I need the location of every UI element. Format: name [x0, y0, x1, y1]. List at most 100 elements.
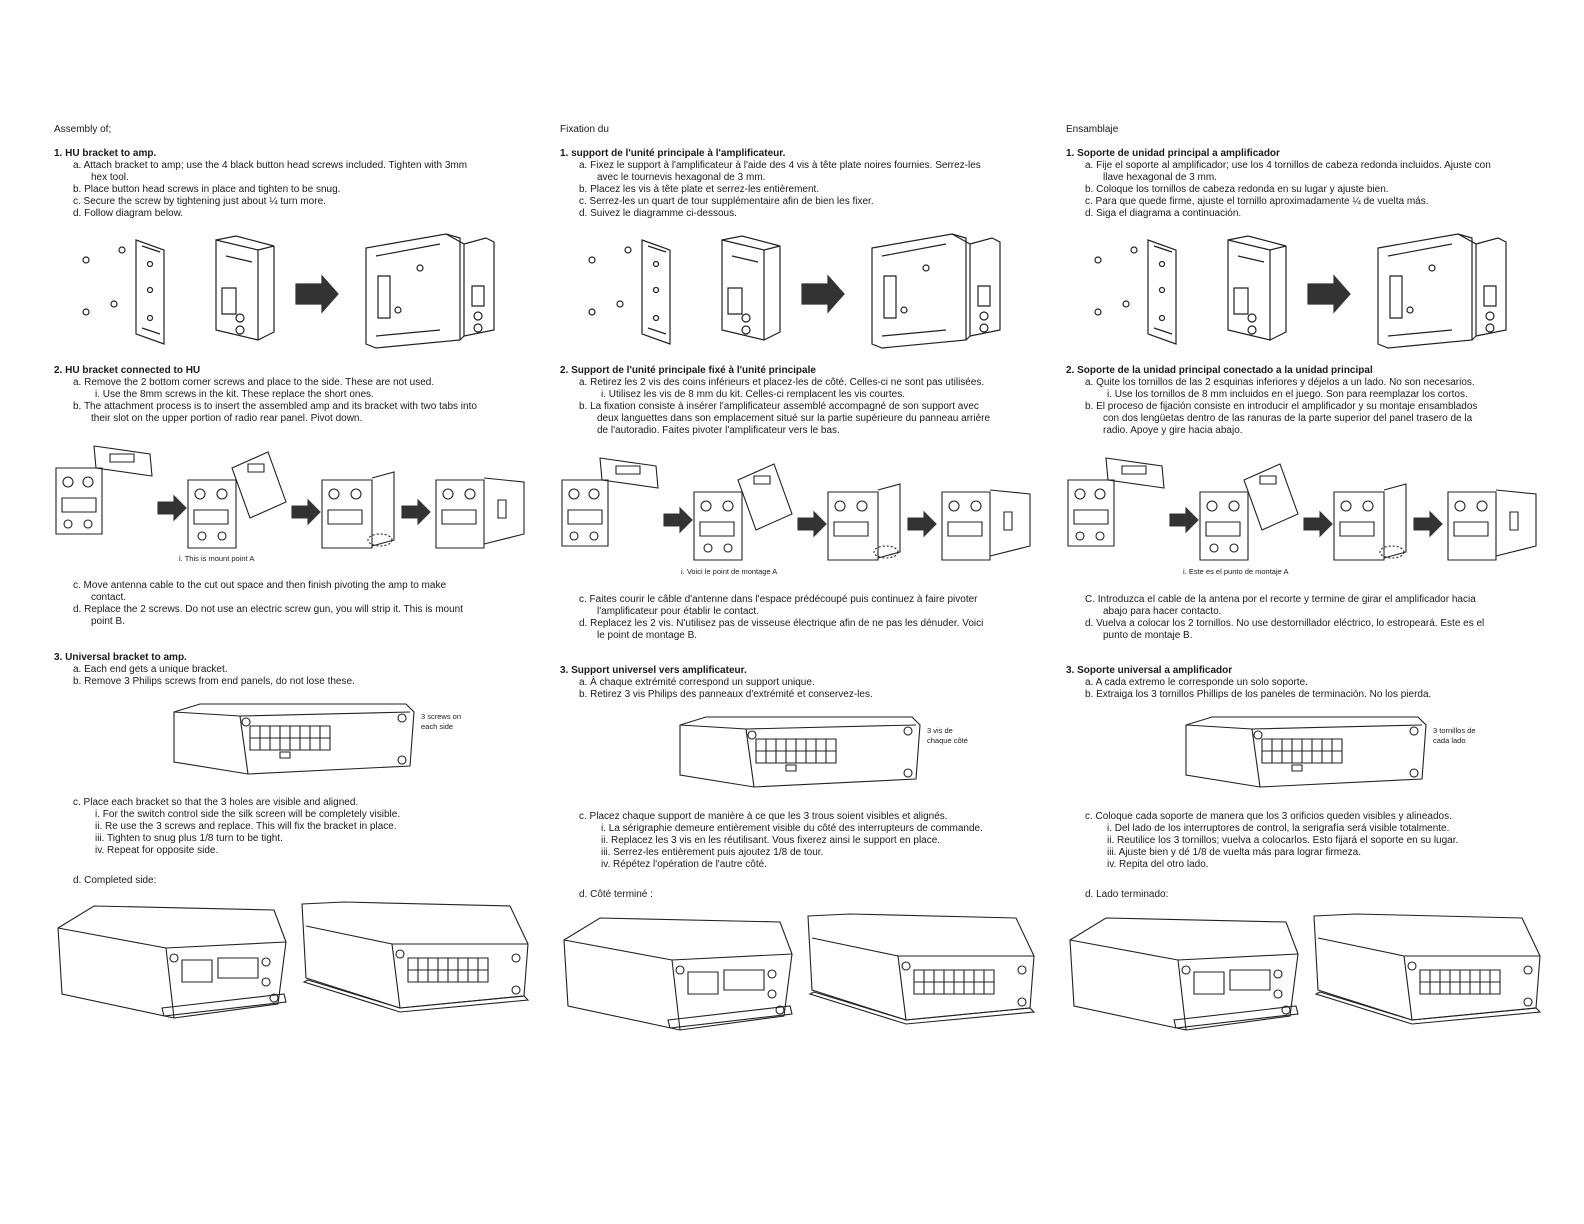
step-3d: d. Côté terminé :	[579, 889, 653, 900]
step-2c: c. Move antenna cable to the cut out spa…	[73, 580, 447, 591]
step-3c-ii: ii. Re use the 3 screws and replace. Thi…	[95, 821, 397, 832]
step-1a-cont: llave hexagonal de 3 mm.	[1103, 172, 1217, 183]
mount-point-a-caption: i. This is mount point A	[179, 554, 255, 563]
diagram-amp-end-panel	[676, 715, 926, 789]
step-1a: a. Attach bracket to amp; use the 4 blac…	[73, 160, 468, 171]
diagram-amp-end-panel	[1182, 715, 1432, 789]
step-2a: a. Quite los tornillos de las 2 esquinas…	[1085, 377, 1475, 388]
step-3c-ii: ii. Reutilice los 3 tornillos; vuelva a …	[1107, 835, 1459, 846]
step-3c-iv: iv. Repita del otro lado.	[1107, 859, 1209, 870]
step-2b: b. La fixation consiste à insérer l'ampl…	[579, 401, 979, 412]
step-3a: a. À chaque extrémité correspond un supp…	[579, 677, 815, 688]
step-3b: b. Retirez 3 vis Philips des panneaux d'…	[579, 689, 873, 700]
step-1-title: 1. support de l'unité principale à l'amp…	[560, 148, 786, 159]
step-2a-i: i. Use the 8mm screws in the kit. These …	[95, 389, 374, 400]
step-2b-cont: con dos lengüetas dentro de las ranuras …	[1103, 413, 1473, 424]
step-2d-cont: punto de montaje B.	[1103, 630, 1193, 641]
diagram-amp-end-panel	[170, 702, 420, 776]
screws-note-line1: 3 tornillos de	[1433, 726, 1476, 735]
step-2a: a. Remove the 2 bottom corner screws and…	[73, 377, 435, 388]
diagram-bracket-to-amp	[582, 232, 1022, 350]
step-2d: d. Replacez les 2 vis. N'utilisez pas de…	[579, 618, 984, 629]
step-2d-cont: le point de montage B.	[597, 630, 698, 641]
step-2c-cont: contact.	[91, 592, 127, 603]
diagram-hu-bracket-sequence	[1066, 454, 1546, 566]
step-2c-cont: l'amplificateur pour établir le contact.	[597, 606, 759, 617]
screws-note-line1: 3 vis de	[927, 726, 953, 735]
column-heading: Ensamblaje	[1066, 124, 1119, 135]
step-3-title: 3. Soporte universal a amplificador	[1066, 665, 1233, 676]
column-french: Fixation du 1. support de l'unité princi…	[506, 0, 986, 1224]
step-3c: c. Place each bracket so that the 3 hole…	[73, 797, 359, 808]
step-3c-iii: iii. Serrez-les entièrement puis ajoutez…	[601, 847, 824, 858]
step-3b: b. Remove 3 Philips screws from end pane…	[73, 676, 355, 687]
step-2-title: 2. HU bracket connected to HU	[54, 365, 201, 376]
step-3d: d. Completed side:	[73, 875, 157, 886]
diagram-completed-side	[54, 900, 534, 1030]
step-3c-i: i. Del lado de los interruptores de cont…	[1107, 823, 1450, 834]
step-3a: a. Each end gets a unique bracket.	[73, 664, 228, 675]
step-2b-cont: their slot on the upper portion of radio…	[91, 413, 363, 424]
step-3a: a. A cada extremo le corresponde un solo…	[1085, 677, 1308, 688]
step-3c-iv: iv. Répétez l'opération de l'autre côté.	[601, 859, 767, 870]
screws-note-line2: each side	[421, 722, 454, 731]
step-2a: a. Retirez les 2 vis des coins inférieur…	[579, 377, 985, 388]
step-1c: c. Serrez-les un quart de tour supplémen…	[579, 196, 874, 207]
step-2c-cont: abajo para hacer contacto.	[1103, 606, 1222, 617]
screw-icon	[83, 247, 125, 315]
step-2d: d. Vuelva a colocar los 2 tornillos. No …	[1085, 618, 1485, 629]
column-heading: Fixation du	[560, 124, 609, 135]
step-3c-iii: iii. Tighten to snug plus 1/8 turn to be…	[95, 833, 283, 844]
diagram-completed-side	[560, 912, 1040, 1042]
step-1d: d. Siga el diagrama a continuación.	[1085, 208, 1242, 219]
step-1c: c. Secure the screw by tightening just a…	[73, 196, 326, 207]
step-3c-iv: iv. Repeat for opposite side.	[95, 845, 219, 856]
step-3-title: 3. Universal bracket to amp.	[54, 652, 187, 663]
step-3c-i: i. La sérigraphie demeure entièrement vi…	[601, 823, 983, 834]
step-3-title: 3. Support universel vers amplificateur.	[560, 665, 747, 676]
step-1a-cont: hex tool.	[91, 172, 129, 183]
step-2b: b. The attachment process is to insert t…	[73, 401, 477, 412]
step-1-title: 1. Soporte de unidad principal a amplifi…	[1066, 148, 1280, 159]
screw-icon	[589, 247, 631, 315]
screw-icon	[1095, 247, 1137, 315]
step-1a: a. Fije el soporte al amplificador; use …	[1085, 160, 1491, 171]
step-2c: C. Introduzca el cable de la antena por …	[1085, 594, 1476, 605]
diagram-bracket-to-amp	[76, 232, 516, 350]
diagram-completed-side	[1066, 912, 1546, 1042]
step-3c-i: i. For the switch control side the silk …	[95, 809, 401, 820]
step-1-title: 1. HU bracket to amp.	[54, 148, 157, 159]
step-3b: b. Extraiga los 3 tornillos Phillips de …	[1085, 689, 1432, 700]
screws-note-line2: chaque côté	[927, 736, 968, 745]
diagram-hu-bracket-sequence	[560, 454, 1040, 566]
step-1a-cont: avec le tournevis hexagonal de 3 mm.	[597, 172, 766, 183]
mount-point-a-caption: i. Voici le point de montage A	[681, 567, 778, 576]
step-2d: d. Replace the 2 screws. Do not use an e…	[73, 604, 463, 615]
step-1d: d. Follow diagram below.	[73, 208, 184, 219]
step-1b: b. Place button head screws in place and…	[73, 184, 341, 195]
step-2d-cont: point B.	[91, 616, 125, 627]
step-3c-ii: ii. Replacez les 3 vis en les réutilisan…	[601, 835, 941, 846]
step-3c: c. Placez chaque support de manière à ce…	[579, 811, 948, 822]
column-spanish: Ensamblaje 1. Soporte de unidad principa…	[1012, 0, 1492, 1224]
step-2b-cont2: de l'autoradio. Faites pivoter l'amplifi…	[597, 425, 840, 436]
column-heading: Assembly of;	[54, 124, 112, 135]
step-2b-cont: deux languettes dans son emplacement sit…	[597, 413, 991, 424]
step-2c: c. Faites courir le câble d'antenne dans…	[579, 594, 978, 605]
step-2b-cont2: radio. Apoye y gire hacia abajo.	[1103, 425, 1243, 436]
step-1c: c. Para que quede firme, ajuste el torni…	[1085, 196, 1429, 207]
step-1b: b. Placez les vis à tête plate et serrez…	[579, 184, 820, 195]
step-2a-i: i. Utilisez les vis de 8 mm du kit. Cell…	[601, 389, 905, 400]
step-1d: d. Suivez le diagramme ci-dessous.	[579, 208, 737, 219]
step-2-title: 2. Soporte de la unidad principal conect…	[1066, 365, 1373, 376]
step-2a-i: i. Use los tornillos de 8 mm incluidos e…	[1107, 389, 1468, 400]
diagram-hu-bracket-sequence	[54, 442, 534, 554]
step-1a: a. Fixez le support à l'amplificateur à …	[579, 160, 981, 171]
step-1b: b. Coloque los tornillos de cabeza redon…	[1085, 184, 1389, 195]
mount-point-a-caption: i. Este es el punto de montaje A	[1183, 567, 1289, 576]
column-english: Assembly of; 1. HU bracket to amp. a. At…	[0, 0, 480, 1224]
step-3c-iii: iii. Ajuste bien y dé 1/8 de vuelta más …	[1107, 847, 1362, 858]
screws-note-line2: cada lado	[1433, 736, 1466, 745]
step-3d: d. Lado terminado:	[1085, 889, 1169, 900]
screws-note-line1: 3 screws on	[421, 712, 462, 721]
